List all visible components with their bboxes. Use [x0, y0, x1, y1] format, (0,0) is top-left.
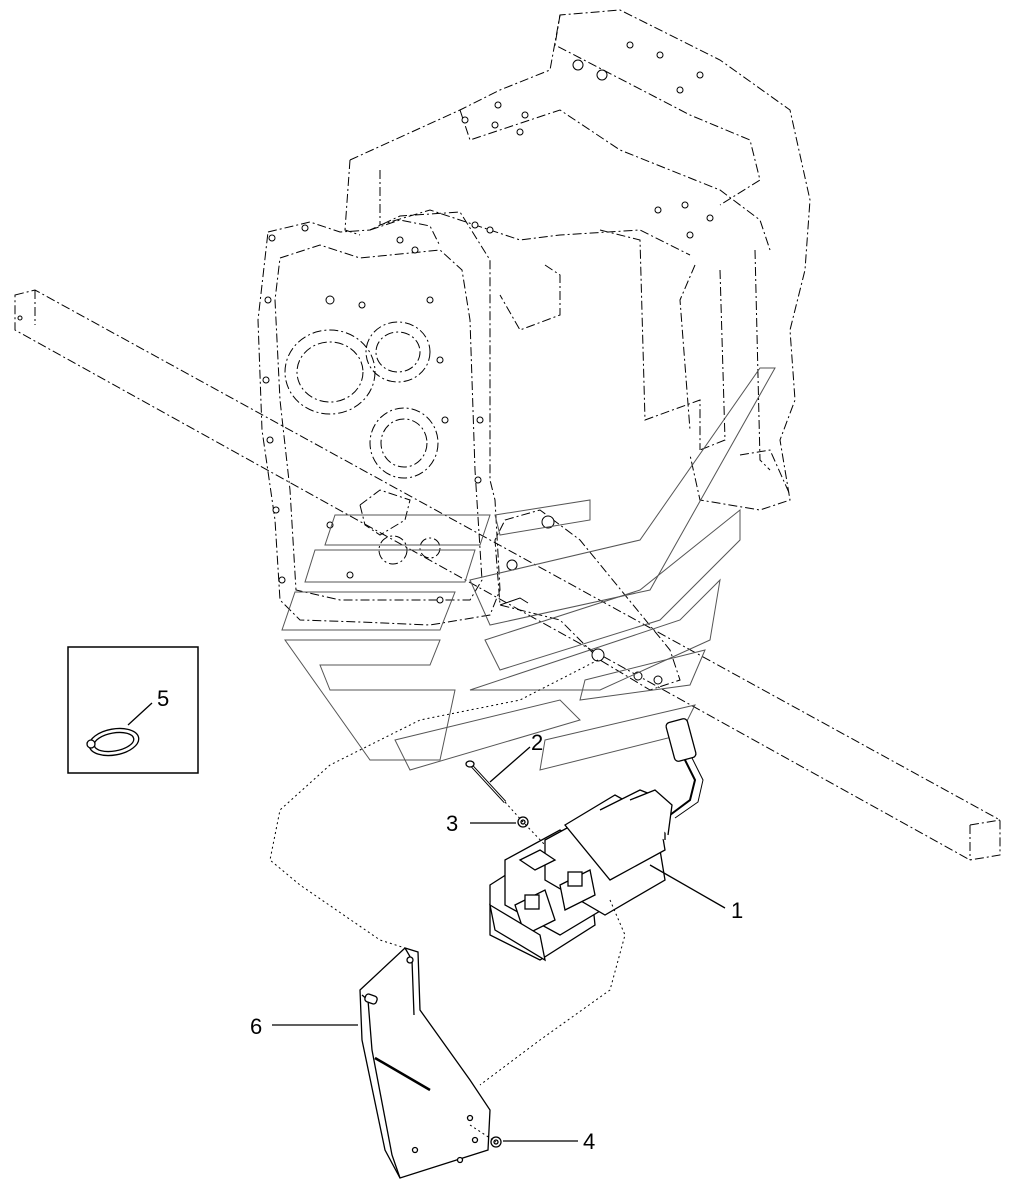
watermark-logo	[281, 367, 776, 771]
assembly-path-lines	[269, 659, 626, 1143]
callout-4: 4	[583, 1129, 595, 1154]
inset-box-part-5	[67, 646, 199, 774]
part-5-seal-ring	[86, 727, 140, 757]
part-6-mounting-plate	[359, 947, 491, 1179]
callout-3: 3	[446, 811, 458, 836]
part-2-bolt	[465, 760, 507, 804]
part-1-valve-assembly	[489, 718, 704, 962]
leader-line-2	[489, 746, 531, 783]
transmission-housing	[14, 9, 1001, 861]
leader-lines	[127, 702, 726, 1142]
leader-line-1	[649, 864, 726, 909]
callout-5: 5	[157, 686, 169, 711]
callout-labels: 1 2 3 4 5 6	[157, 686, 743, 1154]
inset-frame	[67, 646, 199, 774]
callout-1: 1	[731, 898, 743, 923]
leader-line-5	[127, 702, 153, 726]
housing-bores	[17, 41, 714, 604]
callout-2: 2	[531, 730, 543, 755]
callout-6: 6	[250, 1014, 262, 1039]
